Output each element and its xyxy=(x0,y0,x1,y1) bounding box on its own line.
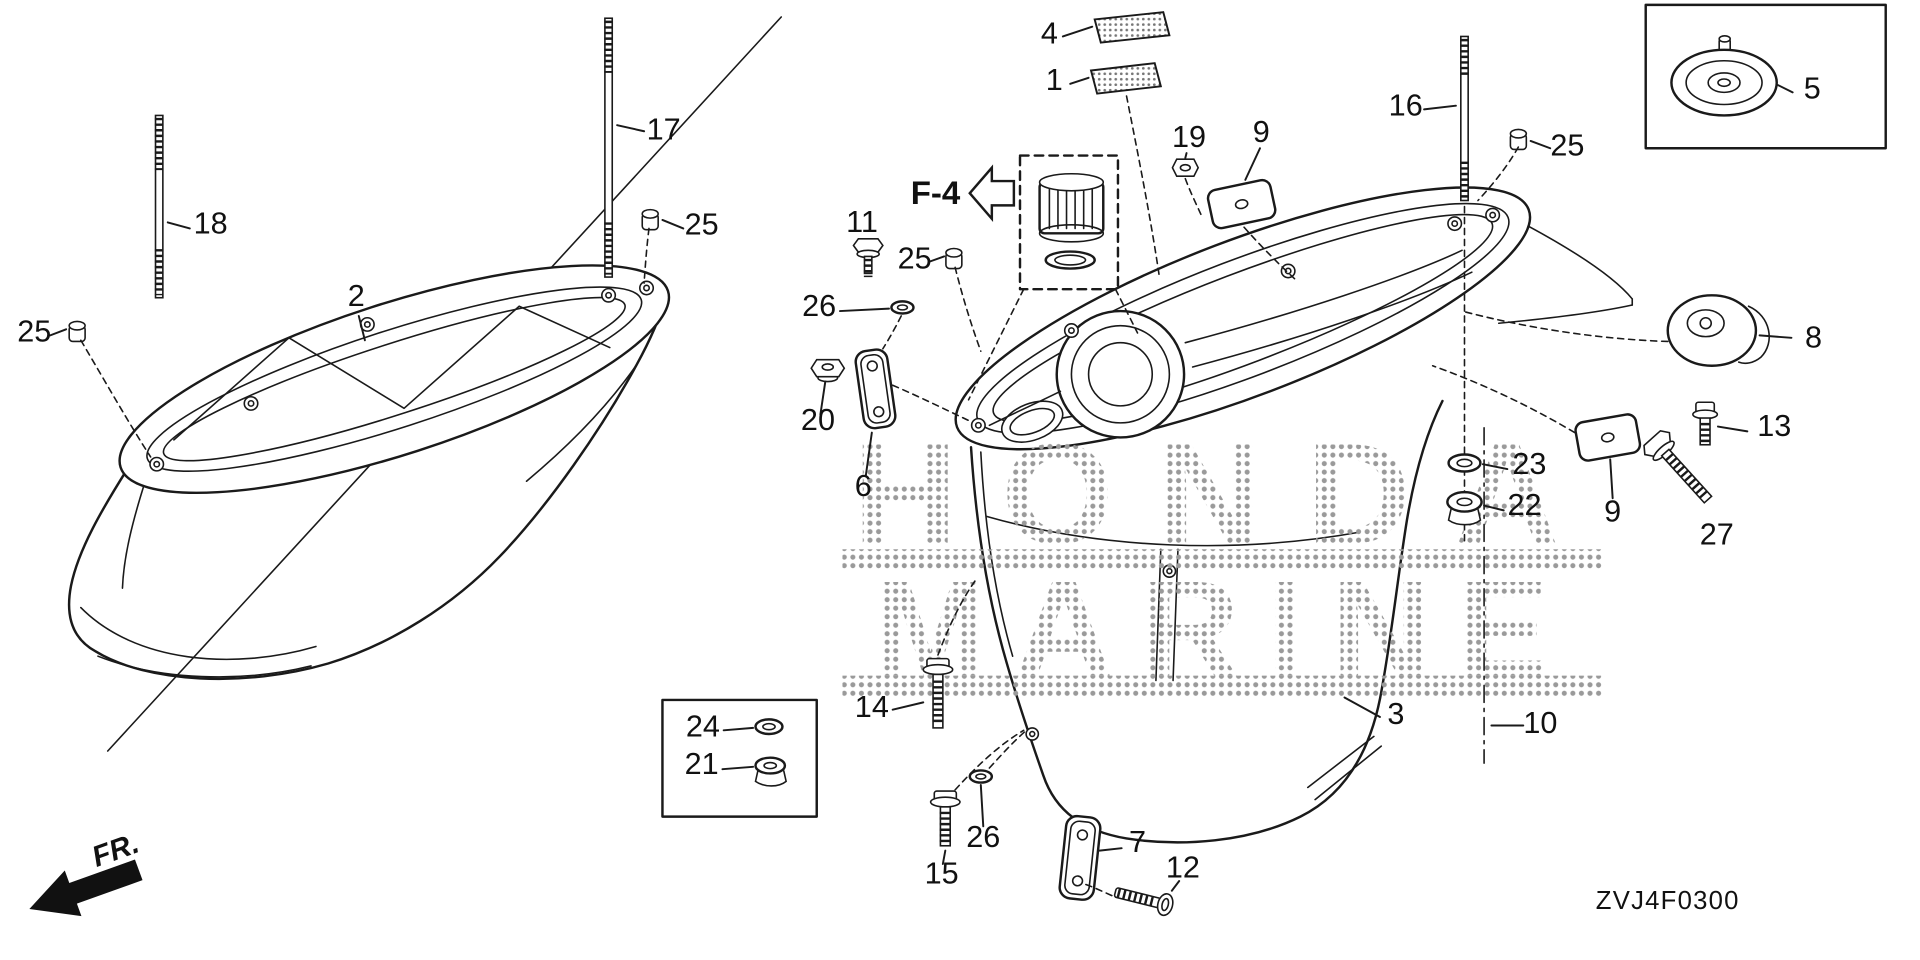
callout-10: 10 xyxy=(1523,706,1557,740)
washer-part-26-upper xyxy=(890,300,915,315)
grommet-part-21 xyxy=(754,756,788,787)
mount-rubber-part-9-right xyxy=(1574,413,1642,462)
callout-18: 18 xyxy=(194,206,228,240)
detail-boxes xyxy=(661,3,1887,818)
callout-24: 24 xyxy=(686,710,720,744)
watermark-line2: MARINE xyxy=(873,552,1576,704)
callout-25-middle: 25 xyxy=(898,242,932,276)
callout-5: 5 xyxy=(1804,72,1821,106)
fr-arrow-icon xyxy=(29,859,143,917)
callout-9-top: 9 xyxy=(1253,115,1270,149)
flange-bolt-holes xyxy=(970,207,1501,433)
bolt-part-15 xyxy=(929,790,961,847)
screw-part-12 xyxy=(1113,887,1174,917)
callout-2: 2 xyxy=(348,279,365,313)
part21-24-detail-box xyxy=(661,698,818,818)
callout-12: 12 xyxy=(1166,850,1200,884)
callout-14: 14 xyxy=(855,690,889,724)
small-parts xyxy=(68,11,1778,917)
pad-part-4 xyxy=(1093,11,1171,44)
bolt-part-13 xyxy=(1692,401,1719,446)
plate-part-7 xyxy=(1058,814,1102,901)
bearing-detail-f4 xyxy=(1038,172,1105,270)
washer-part-24 xyxy=(754,718,784,736)
callout-7: 7 xyxy=(1129,825,1146,859)
bolt-part-27 xyxy=(1643,429,1713,504)
leader-lines xyxy=(49,25,1794,897)
bolt-part-11 xyxy=(852,237,884,278)
cap-part-25-far-left xyxy=(68,320,86,343)
callout-6: 6 xyxy=(855,469,872,503)
front-direction-indicator: FR. xyxy=(29,828,143,917)
grommet-part-22 xyxy=(1446,490,1483,526)
callout-25-far-left: 25 xyxy=(17,315,51,349)
callout-11: 11 xyxy=(846,205,878,239)
callout-19: 19 xyxy=(1172,120,1206,154)
callout-9-right: 9 xyxy=(1604,494,1621,528)
part5-detail-box xyxy=(1644,3,1887,150)
callout-25-top-right: 25 xyxy=(1550,129,1584,163)
washer-part-23 xyxy=(1447,453,1482,473)
grommet-part-8 xyxy=(1666,294,1770,367)
watermark-line1: HONDA xyxy=(853,414,1603,574)
rim-bolt-holes xyxy=(149,280,655,472)
washer-part-26-lower xyxy=(968,769,994,784)
stud-part-18 xyxy=(154,114,164,299)
callout-3: 3 xyxy=(1387,697,1404,731)
pad-part-1 xyxy=(1089,62,1163,95)
callout-21: 21 xyxy=(685,747,719,781)
mount-rubber-part-9-top xyxy=(1206,178,1277,230)
callout-13: 13 xyxy=(1757,409,1791,443)
gear-case-drawing xyxy=(954,186,1634,844)
watermark: HONDA MARINE xyxy=(842,414,1605,705)
callout-20: 20 xyxy=(801,403,835,437)
stud-part-16 xyxy=(1460,35,1469,202)
callout-25-below-stud17: 25 xyxy=(685,208,719,242)
callout-22: 22 xyxy=(1507,488,1541,522)
cap-part-25-top-right xyxy=(1509,128,1528,151)
callout-23: 23 xyxy=(1512,447,1546,481)
cap-part-25-below-stud17 xyxy=(641,208,659,231)
diagram-code: ZVJ4F0300 xyxy=(1596,887,1740,915)
callout-16: 16 xyxy=(1389,89,1423,123)
cap-part-25-middle xyxy=(945,247,963,270)
callout-26-upper: 26 xyxy=(802,289,836,323)
callout-27: 27 xyxy=(1700,518,1734,552)
plate-part-6 xyxy=(854,348,897,430)
callouts: 4 1 17 16 5 19 9 25 18 25 11 25 26 2 25 … xyxy=(17,17,1822,891)
f4-section-label: F-4 xyxy=(911,174,961,211)
f4-reference-arrow-icon xyxy=(968,164,1016,223)
callout-8: 8 xyxy=(1805,321,1822,355)
nut-part-19 xyxy=(1171,158,1200,177)
extension-case-drawing xyxy=(67,264,671,681)
nut-part-20 xyxy=(810,358,846,383)
bolt-part-14 xyxy=(922,657,954,729)
callout-4: 4 xyxy=(1041,17,1058,51)
grommet-part-5 xyxy=(1670,35,1778,117)
stud-part-17 xyxy=(604,17,614,278)
callout-26-lower: 26 xyxy=(966,820,1000,854)
callout-15: 15 xyxy=(925,857,959,891)
f4-reference-box xyxy=(1018,154,1120,291)
callout-17: 17 xyxy=(647,113,681,147)
callout-1: 1 xyxy=(1046,63,1063,97)
